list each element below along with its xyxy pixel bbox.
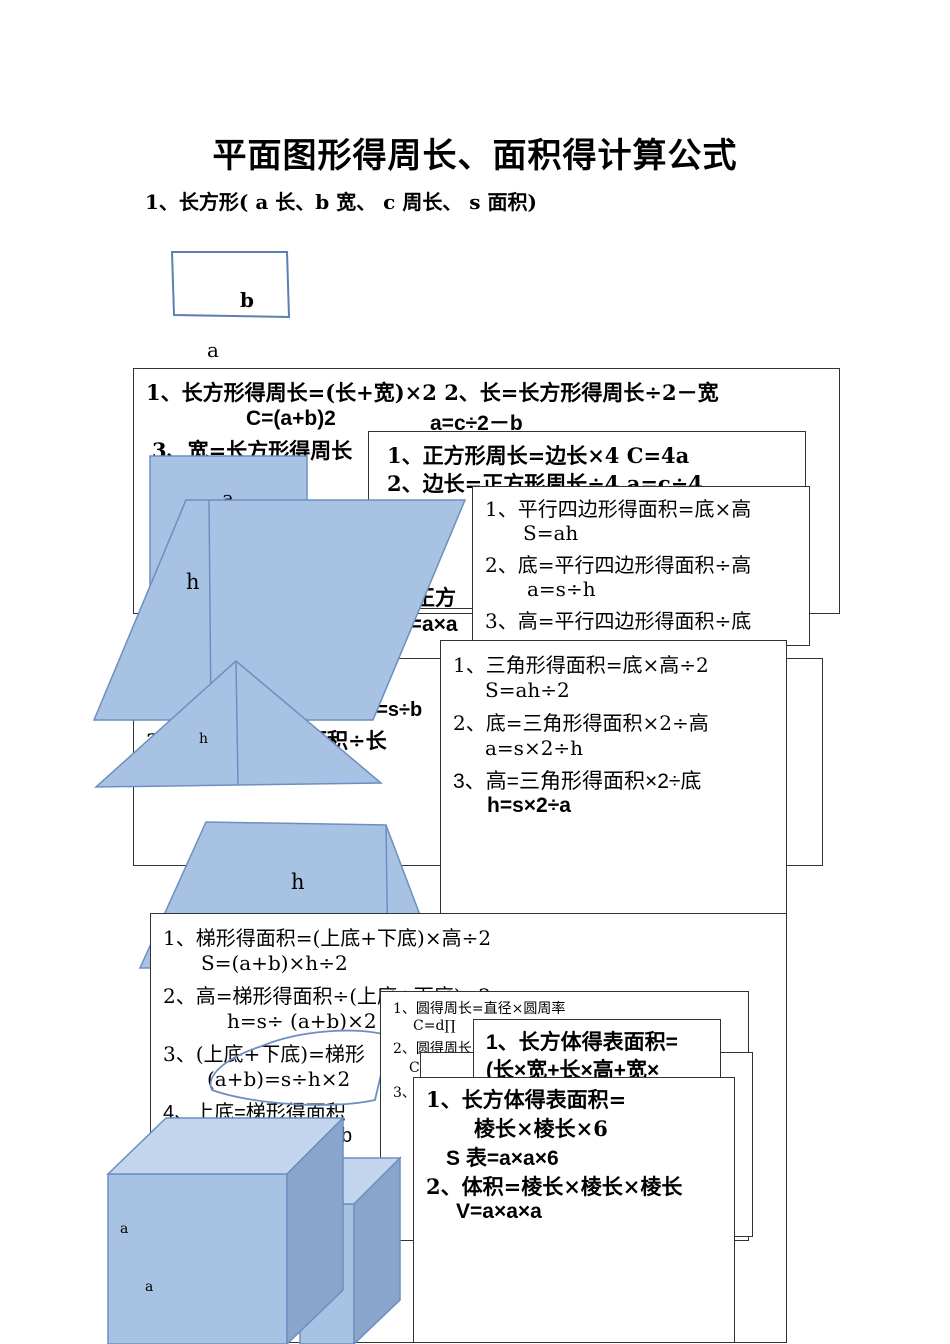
square-formula-line-1: 1、正方形周长=边长×4 C=4a: [387, 443, 690, 468]
rect-formula-line-2a: C=(a+b)2: [246, 407, 336, 430]
trap-formula-line-6: (a+b)=s÷h×2: [207, 1067, 351, 1091]
tri-formula-line-3: 2、底=三角形得面积×2÷高: [453, 711, 709, 735]
tri-formula-line-5: 3、高=三角形得面积×2÷底: [453, 770, 702, 793]
para-formula-line-1: 1、平行四边形得面积=底×高: [485, 497, 752, 521]
cube-formula-line-2: 棱长×棱长×6: [474, 1116, 608, 1141]
cuboid-formula-line-2: (长×宽+长×高+宽×: [486, 1059, 660, 1079]
parallelogram-label-h: h: [186, 570, 200, 594]
para-formula-line-2: S=ah: [523, 521, 579, 545]
page-title: 平面图形得周长、面积得计算公式: [212, 136, 738, 176]
tri-formula-line-1: 1、三角形得面积=底×高÷2: [453, 653, 709, 677]
trap-formula-line-8: b: [341, 1125, 353, 1147]
circle-formula-line-1: 1、圆得周长=直径×圆周率: [393, 1001, 566, 1017]
rect-label-a: a: [207, 338, 219, 362]
trap-formula-line-4: h=s÷ (a+b)×2: [227, 1009, 377, 1033]
circle-formula-line-4: C: [409, 1060, 420, 1076]
tri-formula-line-6: h=s×2÷a: [487, 794, 571, 817]
cube-formula-line-1: 1、长方体得表面积=: [426, 1087, 627, 1112]
rect-formula-line-2b: a=c÷2－b: [430, 412, 523, 435]
para-formula-line-3: 2、底=平行四边形得面积÷高: [485, 553, 752, 577]
parallelogram-formula-box: 1、平行四边形得面积=底×高 S=ah 2、底=平行四边形得面积÷高 a=s÷h…: [472, 486, 810, 646]
para-formula-line-4: a=s÷h: [527, 577, 596, 601]
para-formula-line-5: 3、高=平行四边形得面积÷底: [485, 609, 752, 633]
cube-formula-line-4: 2、体积=棱长×棱长×棱长: [426, 1174, 683, 1199]
circle-formula-line-2: C=d∏: [413, 1018, 456, 1034]
tri-formula-line-2: S=ah÷2: [485, 678, 570, 702]
trap-formula-line-1: 1、梯形得面积=(上底+下底)×高÷2: [163, 926, 492, 950]
section-heading-rectangle: 1、长方形( a 长、b 宽、 c 周长、 s 面积): [145, 190, 537, 214]
triangle-formula-box: 1、三角形得面积=底×高÷2 S=ah÷2 2、底=三角形得面积×2÷高 a=s…: [440, 640, 787, 928]
cube-formula-box: 1、长方体得表面积= 棱长×棱长×6 S 表=a×a×6 2、体积=棱长×棱长×…: [413, 1077, 735, 1343]
tri-formula-line-4: a=s×2÷h: [485, 736, 584, 760]
cube-label-a-1: a: [120, 1221, 129, 1237]
trapezoid-label-h: h: [291, 870, 305, 894]
rect-formula-line-1: 1、长方形得周长=(长+宽)×2 2、长=长方形得周长÷2－宽: [146, 380, 719, 405]
cuboid-formula-box: 1、长方体得表面积= (长×宽+长×高+宽×: [473, 1019, 721, 1079]
circle-formula-line-6: 3、: [393, 1085, 416, 1101]
trap-formula-line-2: S=(a+b)×h÷2: [201, 951, 348, 975]
triangle-label-h: h: [199, 731, 209, 747]
rect-label-b: b: [240, 288, 254, 312]
cube-label-a-2: a: [145, 1279, 154, 1295]
cube-formula-line-3: S 表=a×a×6: [446, 1147, 559, 1170]
cube-formula-line-5: V=a×a×a: [456, 1200, 542, 1223]
square-label-a: a: [222, 486, 234, 510]
cuboid-formula-line-1: 1、长方体得表面积=: [486, 1031, 678, 1054]
